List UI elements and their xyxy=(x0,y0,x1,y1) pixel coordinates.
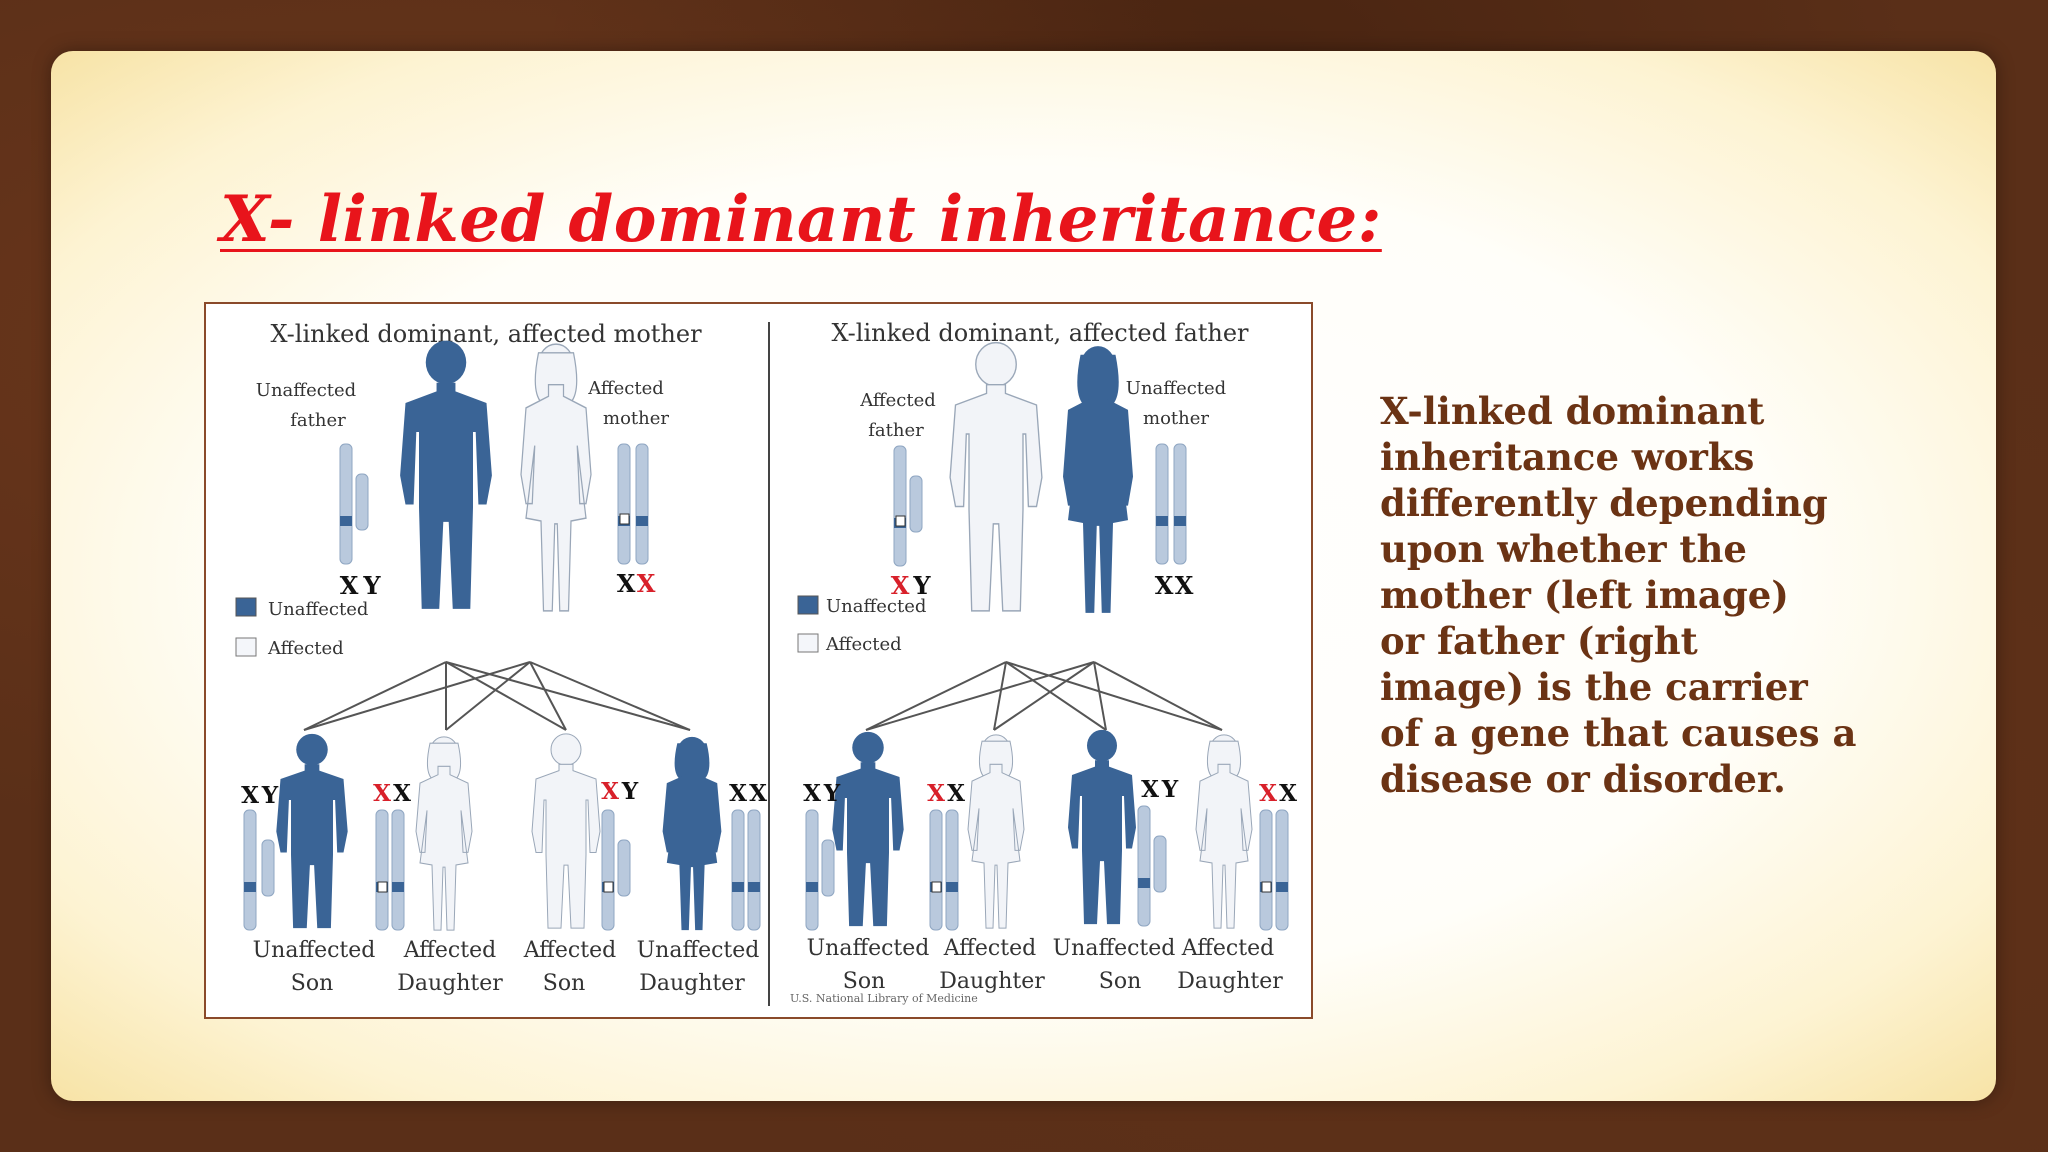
image-credit: U.S. National Library of Medicine xyxy=(790,992,978,1005)
left-child-1-figure xyxy=(276,733,348,929)
right-child-2-figure xyxy=(967,734,1025,929)
left-child-1-y: Y xyxy=(261,782,279,809)
right-child-3-figure xyxy=(1068,729,1136,925)
right-child-1-y: Y xyxy=(823,780,841,807)
left-father-y: Y xyxy=(362,571,381,600)
right-panel: X-linked dominant, affected father Affec… xyxy=(790,319,1297,1005)
left-child-1-label-2: Son xyxy=(291,971,334,996)
right-father-y: Y xyxy=(912,571,931,600)
right-child-2-label-2: Daughter xyxy=(939,969,1045,994)
left-child-1-x: X xyxy=(241,782,259,809)
right-child-4-label-1: Affected xyxy=(1181,936,1274,961)
left-child-3-label-1: Affected xyxy=(523,938,616,963)
right-father-chromosomes xyxy=(893,445,923,567)
left-child-2-x1: X xyxy=(373,780,391,807)
right-mother-x2: X xyxy=(1175,571,1194,600)
description-line: of a gene that causes a xyxy=(1380,711,1857,755)
description-text: X-linked dominant inheritance works diff… xyxy=(1380,388,1880,802)
left-mother-label-1: Affected xyxy=(587,378,664,399)
left-father-x: X xyxy=(340,571,359,600)
left-child-2-x2: X xyxy=(393,780,411,807)
right-child-1-x: X xyxy=(803,780,821,807)
left-heading: X-linked dominant, affected mother xyxy=(270,320,702,348)
right-child-3-x: X xyxy=(1141,776,1159,803)
description-line: or father (right xyxy=(1380,619,1698,663)
right-legend-unaffected-swatch xyxy=(797,595,819,615)
right-child-4-figure xyxy=(1195,734,1253,929)
left-legend-affected-swatch xyxy=(235,637,257,657)
left-father-figure xyxy=(400,340,492,609)
right-mother-figure xyxy=(1063,346,1133,613)
right-mother-label-2: mother xyxy=(1143,408,1209,429)
left-children-chromosomes xyxy=(243,809,761,931)
description-line: disease or disorder. xyxy=(1380,757,1786,801)
right-child-2-x1: X xyxy=(927,780,945,807)
description-line: image) is the carrier xyxy=(1380,665,1808,709)
right-child-1-label-2: Son xyxy=(843,969,886,994)
left-child-2-figure xyxy=(415,736,473,931)
left-mother-label-2: mother xyxy=(603,408,669,429)
left-child-4-x1: X xyxy=(729,780,747,807)
right-child-4-x2: X xyxy=(1279,780,1297,807)
right-child-3-label-2: Son xyxy=(1099,969,1142,994)
right-mother-label-1: Unaffected xyxy=(1126,378,1226,399)
left-father-label-1: Unaffected xyxy=(256,380,356,401)
right-child-1-label-1: Unaffected xyxy=(807,936,930,961)
left-child-3-y: Y xyxy=(621,778,639,805)
right-legend-affected-swatch xyxy=(797,633,819,653)
right-father-x: X xyxy=(891,571,910,600)
left-father-chromosomes xyxy=(339,443,369,565)
description-line: mother (left image) xyxy=(1380,573,1789,617)
right-child-4-x1: X xyxy=(1259,780,1277,807)
left-child-4-label-1: Unaffected xyxy=(637,938,760,963)
right-child-4-label-2: Daughter xyxy=(1177,969,1283,994)
right-mother-chromosomes xyxy=(1155,443,1187,565)
left-legend-unaffected: Unaffected xyxy=(268,599,368,620)
description-line: inheritance works xyxy=(1380,435,1755,479)
left-inheritance-lines xyxy=(303,661,691,731)
right-child-2-label-1: Affected xyxy=(943,936,1036,961)
left-child-4-label-2: Daughter xyxy=(639,971,745,996)
right-legend-affected: Affected xyxy=(825,634,902,655)
left-child-3-label-2: Son xyxy=(543,971,586,996)
left-child-1-label-1: Unaffected xyxy=(253,938,376,963)
left-father-label-2: father xyxy=(290,410,346,431)
right-children-chromosomes xyxy=(805,805,1289,931)
left-legend-unaffected-swatch xyxy=(235,597,257,617)
left-child-3-x: X xyxy=(601,778,619,805)
right-inheritance-lines xyxy=(865,661,1223,731)
right-child-2-x2: X xyxy=(947,780,965,807)
left-child-4-x2: X xyxy=(749,780,767,807)
slide-title: X- linked dominant inheritance: xyxy=(220,182,1382,257)
left-mother-figure xyxy=(520,343,592,612)
left-mother-chromosomes xyxy=(617,443,649,565)
left-child-3-figure xyxy=(531,733,601,929)
left-child-4-figure xyxy=(662,736,722,931)
description-line: differently depending xyxy=(1380,481,1828,525)
right-father-label-1: Affected xyxy=(859,390,936,411)
left-panel: X-linked dominant, affected mother Unaff… xyxy=(235,320,767,996)
right-child-1-figure xyxy=(832,731,904,927)
right-legend-unaffected: Unaffected xyxy=(826,596,926,617)
right-father-figure xyxy=(949,341,1043,612)
right-child-3-y: Y xyxy=(1161,776,1179,803)
right-heading: X-linked dominant, affected father xyxy=(831,319,1249,347)
left-legend-affected: Affected xyxy=(267,638,344,659)
right-child-3-label-1: Unaffected xyxy=(1053,936,1176,961)
right-father-label-2: father xyxy=(868,420,924,441)
left-mother-x1: X xyxy=(617,569,636,598)
left-mother-x2: X xyxy=(637,569,656,598)
description-line: upon whether the xyxy=(1380,527,1747,571)
left-child-2-label-2: Daughter xyxy=(397,971,503,996)
left-child-2-label-1: Affected xyxy=(403,938,496,963)
description-line: X-linked dominant xyxy=(1380,389,1765,433)
right-mother-x1: X xyxy=(1155,571,1174,600)
inheritance-diagram: X-linked dominant, affected mother Unaff… xyxy=(204,302,1313,1019)
